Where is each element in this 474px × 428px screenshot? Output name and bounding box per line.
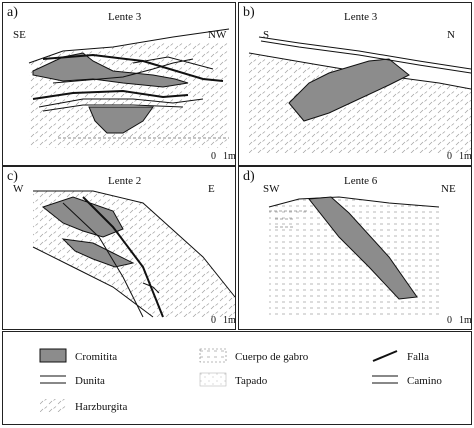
- legend: Cromitita Dunita Harzburgita Cuerpo de g…: [2, 331, 472, 425]
- panel-a-scale-zero: 0: [211, 151, 216, 162]
- panel-c-letter: c): [7, 169, 18, 184]
- legend-label-tapado: Tapado: [235, 375, 268, 387]
- dunite-band: [62, 202, 144, 318]
- panel-d-scale-zero: 0: [447, 315, 452, 326]
- panel-c-left-orientation: W: [13, 183, 24, 195]
- legend-item-camino: Camino: [371, 372, 471, 390]
- panel-c-title: Lente 2: [108, 175, 142, 187]
- chromitite-band: [308, 196, 418, 300]
- panel-a-drawing: [3, 3, 235, 148]
- dunite-band: [38, 98, 204, 108]
- legend-item-tapado: Tapado: [199, 372, 349, 390]
- legend-label-dunita: Dunita: [75, 375, 105, 387]
- topographic-line: [268, 196, 440, 208]
- chromitite-band: [288, 58, 410, 122]
- panel-a-right-orientation: NW: [208, 29, 227, 41]
- panel-b-left-orientation: S: [263, 29, 270, 41]
- panel-c-scale-zero: 0: [211, 315, 216, 326]
- panel-c-drawing: [32, 190, 235, 318]
- panel-b-letter: b): [243, 5, 255, 20]
- panel-a: a) Lente 3 SE NW 0 1m: [2, 2, 236, 166]
- panel-b-scale-unit: 1m: [459, 151, 472, 162]
- chromitite-upper-lens: [32, 52, 189, 88]
- chromitite-lens-lower: [61, 238, 135, 268]
- legend-item-gabro: Cuerpo de gabro: [199, 348, 349, 366]
- panel-a-left-orientation: SE: [13, 29, 26, 41]
- legend-label-falla: Falla: [407, 351, 429, 363]
- panel-d: d) Lente 6 SW NE 0 1m: [238, 166, 472, 330]
- legend-item-falla: Falla: [371, 348, 471, 366]
- legend-item-dunita: Dunita: [39, 372, 169, 390]
- gabbro-area: [269, 197, 439, 317]
- panel-b: b) Lente 3 S N 0 1m: [238, 2, 472, 166]
- chromitite-lens-upper: [41, 196, 124, 238]
- panel-b-title: Lente 3: [344, 11, 378, 23]
- panel-b-scale-zero: 0: [447, 151, 452, 162]
- topographic-line: [28, 28, 230, 64]
- panel-c: c) Lente 2 W E 0 1m: [2, 166, 236, 330]
- panel-d-drawing: [268, 196, 440, 317]
- panel-d-title: Lente 6: [344, 175, 378, 187]
- panel-d-letter: d): [243, 169, 255, 184]
- panel-d-scale-unit: 1m: [459, 315, 472, 326]
- panel-b-drawing: [248, 36, 471, 153]
- panel-a-title: Lente 3: [108, 11, 142, 23]
- fault-middle: [32, 89, 189, 100]
- legend-item-harzburgita: Harzburgita: [39, 398, 169, 416]
- panel-a-letter: a): [7, 5, 18, 20]
- topographic-line: [33, 190, 235, 298]
- panel-c-right-orientation: E: [208, 183, 215, 195]
- harzburgite-area: [249, 53, 471, 153]
- panel-c-scale-unit: 1m: [223, 315, 236, 326]
- legend-label-gabro: Cuerpo de gabro: [235, 351, 309, 363]
- panel-d-left-orientation: SW: [263, 183, 280, 195]
- fault: [82, 196, 164, 318]
- panel-d-right-orientation: NE: [441, 183, 456, 195]
- chromitite-lower-lens: [88, 106, 154, 134]
- panel-b-right-orientation: N: [447, 29, 455, 41]
- panel-a-scale-unit: 1m: [223, 151, 236, 162]
- legend-item-cromitita: Cromitita: [39, 348, 169, 366]
- legend-label-cromitita: Cromitita: [75, 351, 118, 363]
- legend-label-harzburgita: Harzburgita: [75, 401, 128, 413]
- road-line: [258, 36, 471, 70]
- legend-label-camino: Camino: [407, 375, 442, 387]
